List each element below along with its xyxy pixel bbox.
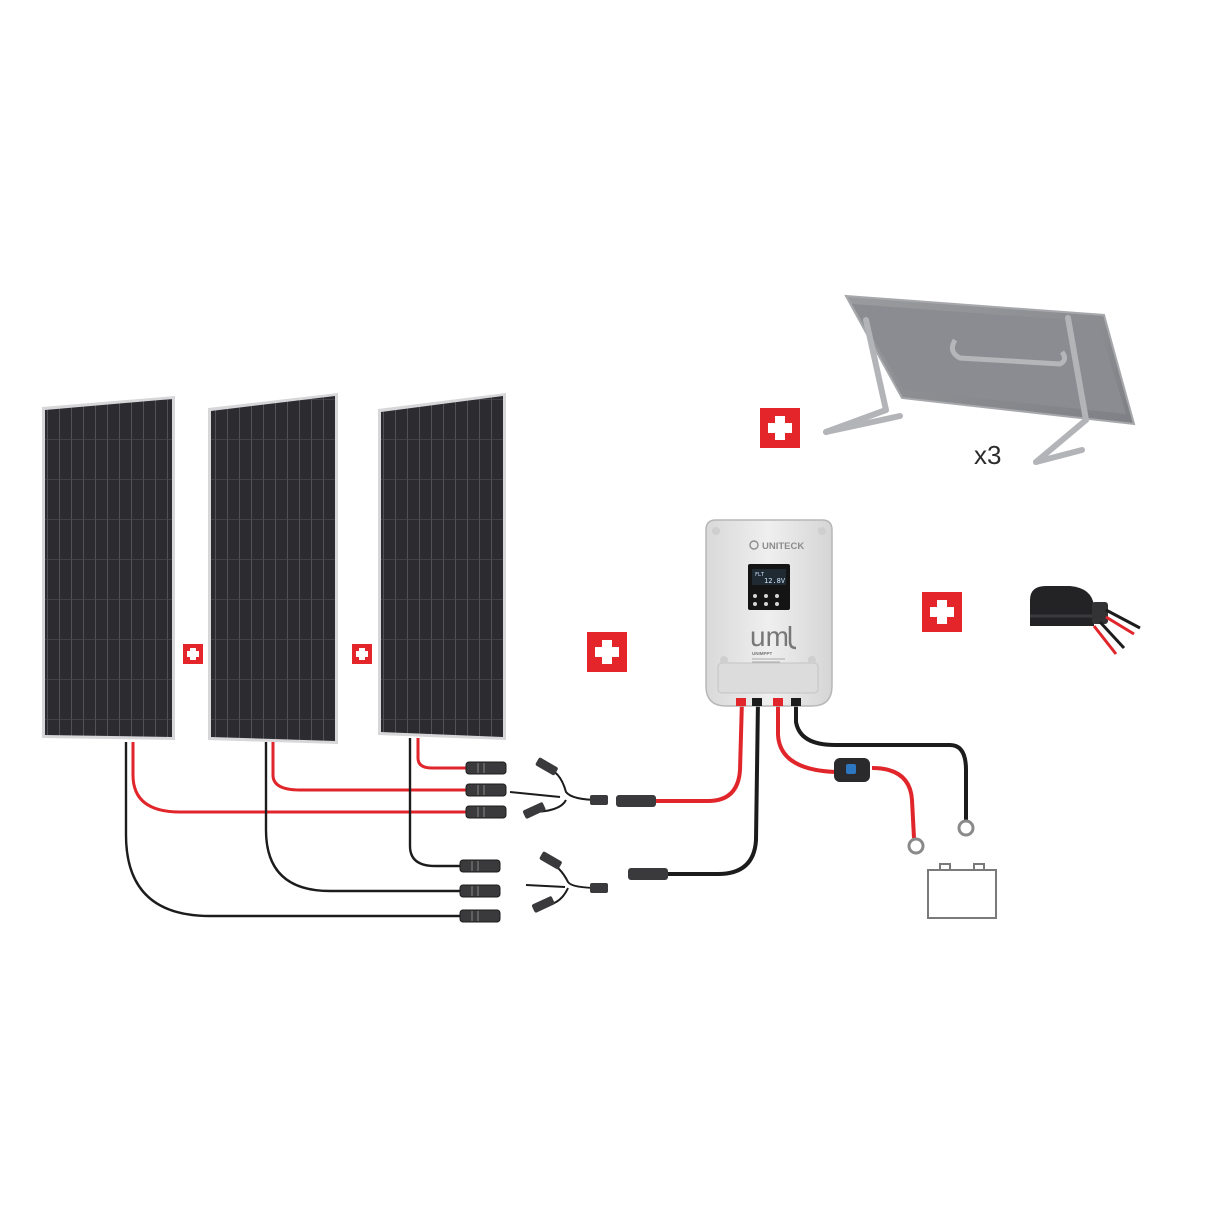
display-reading: 12.8V bbox=[764, 577, 786, 585]
solar-panel-2 bbox=[208, 393, 338, 744]
controller-brand: UNITECK bbox=[762, 541, 804, 552]
solar-panel-1 bbox=[42, 396, 175, 740]
plus-icon-small-1 bbox=[183, 644, 203, 664]
plus-icon-sensor bbox=[922, 592, 962, 632]
main-cable-positive bbox=[616, 699, 744, 807]
mc4-connectors bbox=[459, 761, 507, 923]
panel-positive-cables bbox=[131, 738, 468, 814]
ring-terminals bbox=[907, 819, 975, 855]
controller-logo: um bbox=[750, 621, 789, 652]
controller-model: UNIMPPT bbox=[752, 651, 773, 656]
plus-icon-small-2 bbox=[352, 644, 372, 664]
fuse-holder-icon bbox=[834, 758, 870, 782]
solar-panel-3 bbox=[378, 393, 506, 740]
temperature-sensor-icon bbox=[1030, 586, 1141, 655]
display-mode: FLT bbox=[755, 572, 764, 578]
mounting-bracket-icon bbox=[823, 294, 1136, 465]
plus-icon-controller bbox=[587, 632, 627, 672]
y-branch-connector-icon-positive bbox=[509, 757, 608, 819]
main-cable-negative bbox=[628, 699, 760, 880]
battery-cables bbox=[776, 700, 968, 839]
charge-controller-icon: UNITECK FLT 12.8V um UNIMPPT bbox=[705, 519, 833, 707]
panel-negative-cables bbox=[124, 738, 462, 918]
battery-icon bbox=[927, 863, 997, 919]
mc4-connector-ridges bbox=[471, 763, 485, 921]
bracket-quantity-label: x3 bbox=[974, 440, 1001, 470]
y-branch-connector-icon-negative bbox=[525, 851, 608, 913]
plus-icon-bracket bbox=[760, 408, 800, 448]
